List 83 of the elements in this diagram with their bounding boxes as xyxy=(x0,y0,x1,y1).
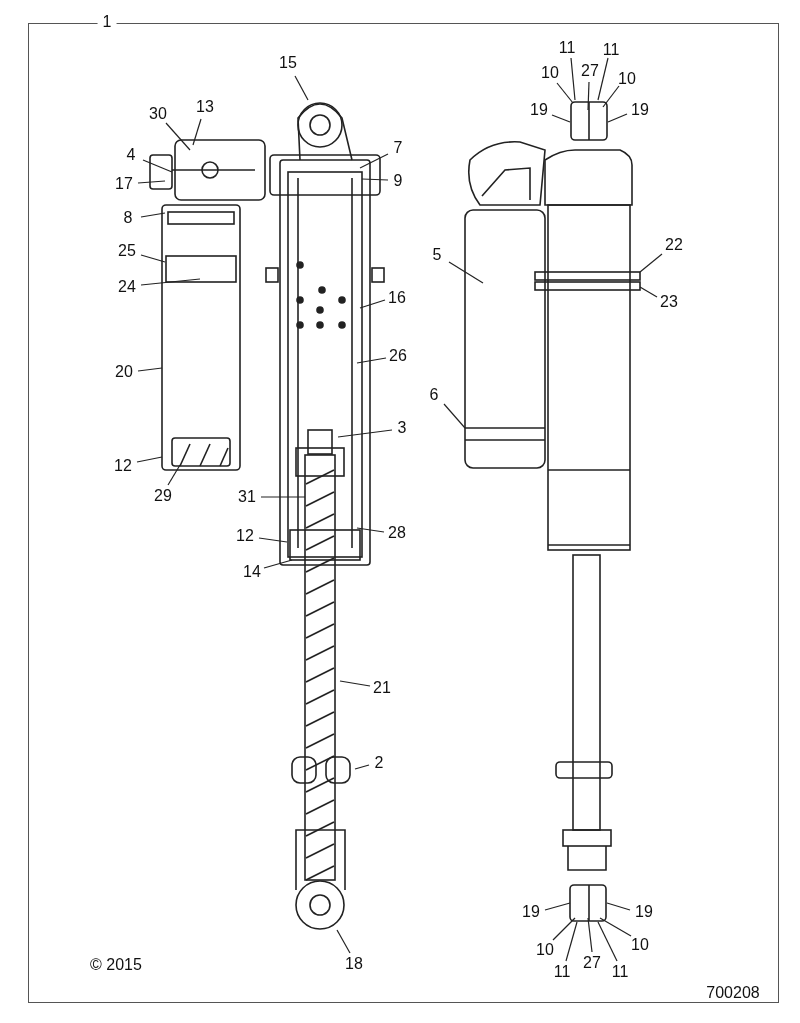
leader-line xyxy=(597,921,618,962)
leader-line xyxy=(599,917,632,937)
leader-line xyxy=(606,902,631,911)
callout-number: 11 xyxy=(602,42,620,58)
callout-number: 30 xyxy=(149,106,167,122)
leader-line xyxy=(136,456,163,463)
leader-line xyxy=(137,180,166,184)
callout-number: 18 xyxy=(345,956,363,972)
leader-line xyxy=(602,85,620,108)
callout-number: 14 xyxy=(243,564,261,580)
leader-line xyxy=(354,764,370,770)
callout-number: 13 xyxy=(196,99,214,115)
callout-number: 20 xyxy=(115,364,133,380)
callout-number: 9 xyxy=(393,173,403,189)
callout-number: 28 xyxy=(388,525,406,541)
leader-line xyxy=(192,118,202,146)
callout-number: 21 xyxy=(373,680,391,696)
callout-number: 22 xyxy=(665,237,683,253)
leader-line xyxy=(587,81,590,111)
leader-line xyxy=(359,299,386,309)
callout-number: 19 xyxy=(635,904,653,920)
callout-number: 11 xyxy=(611,964,629,980)
leader-line xyxy=(552,917,576,941)
leader-line xyxy=(165,122,191,151)
callout-number: 11 xyxy=(553,964,571,980)
leader-line xyxy=(597,57,609,101)
leader-line xyxy=(263,559,293,569)
leader-line xyxy=(294,75,309,101)
callout-number: 10 xyxy=(541,65,559,81)
callout-number: 10 xyxy=(618,71,636,87)
leader-line xyxy=(361,178,389,181)
callout-number: 10 xyxy=(631,937,649,953)
callout-number: 25 xyxy=(118,243,136,259)
leader-line xyxy=(337,429,393,438)
callout-number: 12 xyxy=(114,458,132,474)
leader-line xyxy=(356,527,385,533)
callout-number: 11 xyxy=(558,40,576,56)
callout-number: 23 xyxy=(660,294,678,310)
leader-line xyxy=(443,403,466,429)
callout-number: 27 xyxy=(583,955,601,971)
leader-line xyxy=(587,917,593,953)
callout-number: 29 xyxy=(154,488,172,504)
drawing-number: 700208 xyxy=(706,985,760,1001)
callout-number: 31 xyxy=(238,489,256,505)
callout-number: 3 xyxy=(397,420,407,436)
callout-number: 4 xyxy=(126,147,136,163)
leader-line xyxy=(544,902,571,911)
leader-line xyxy=(639,286,658,298)
callout-number: 19 xyxy=(631,102,649,118)
leader-line xyxy=(339,680,371,687)
callout-number: 26 xyxy=(389,348,407,364)
callout-number: 16 xyxy=(388,290,406,306)
callout-number: 8 xyxy=(123,210,133,226)
callout-number: 5 xyxy=(432,247,442,263)
callout-number: 2 xyxy=(374,755,384,771)
copyright-note: © 2015 xyxy=(90,957,142,973)
callout-number: 12 xyxy=(236,528,254,544)
leader-line xyxy=(140,212,166,218)
callout-number: 19 xyxy=(522,904,540,920)
callout-number: 27 xyxy=(581,63,599,79)
leader-line xyxy=(140,254,166,263)
leader-line xyxy=(258,537,288,543)
callout-number: 7 xyxy=(393,140,403,156)
callout-number: 15 xyxy=(279,55,297,71)
leader-line xyxy=(167,464,181,486)
leader-line xyxy=(336,929,351,954)
leader-line xyxy=(565,921,578,962)
leader-line xyxy=(551,114,571,123)
callout-number: 17 xyxy=(115,176,133,192)
callout-number: 24 xyxy=(118,279,136,295)
leader-line xyxy=(607,113,628,123)
leader-line xyxy=(356,357,387,364)
assembly-number: 1 xyxy=(97,14,117,30)
leader-line xyxy=(448,261,484,284)
leader-line xyxy=(570,57,576,101)
callout-number: 6 xyxy=(429,387,439,403)
leader-line xyxy=(137,367,163,372)
leader-line xyxy=(556,82,574,104)
leader-line xyxy=(260,496,306,498)
callout-number: 19 xyxy=(530,102,548,118)
callout-number: 10 xyxy=(536,942,554,958)
leader-line xyxy=(639,253,663,273)
leader-line xyxy=(140,278,201,286)
